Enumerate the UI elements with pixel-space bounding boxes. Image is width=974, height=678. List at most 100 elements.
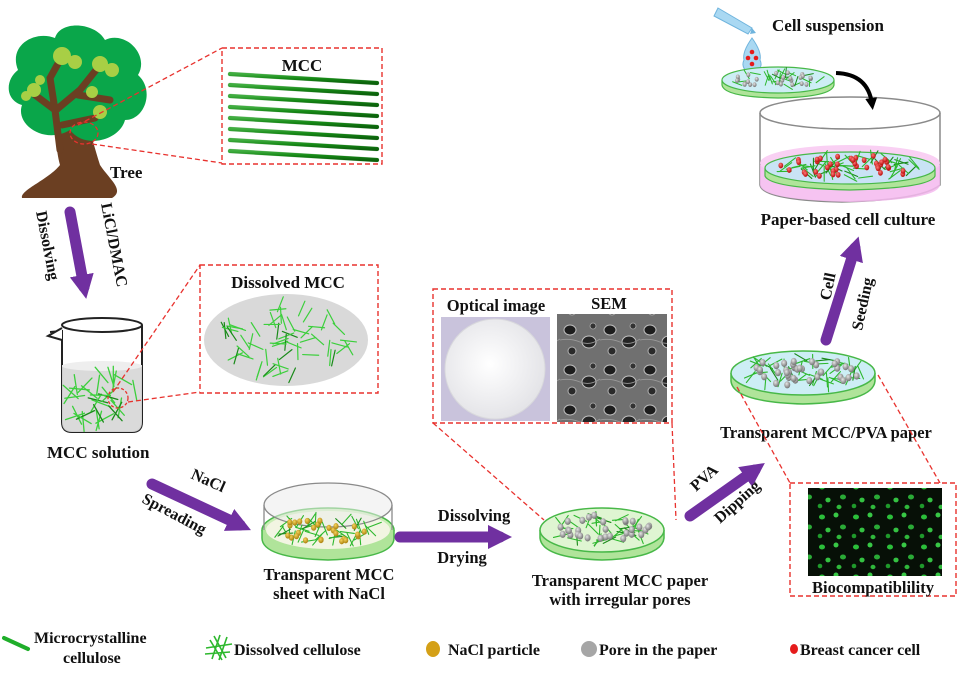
fiber bbox=[80, 385, 98, 399]
mcc-fibers bbox=[227, 71, 380, 163]
pore bbox=[559, 530, 566, 538]
mcc-rod bbox=[228, 94, 379, 107]
fiber bbox=[367, 521, 382, 528]
fiber bbox=[95, 410, 103, 432]
fiber bbox=[64, 412, 86, 421]
cancer-cell bbox=[850, 157, 856, 163]
fiber bbox=[276, 296, 284, 313]
fiber bbox=[311, 333, 325, 346]
mcc-rod-shadow bbox=[227, 93, 380, 108]
fiber bbox=[89, 394, 112, 397]
optical-sem-zoom-box bbox=[432, 288, 673, 424]
sheet-label-line2: sheet with NaCl bbox=[273, 584, 385, 603]
pore bbox=[804, 82, 809, 87]
fiber bbox=[795, 358, 811, 364]
tree-label: Tree bbox=[110, 163, 143, 182]
mcc-rod-shadow bbox=[227, 126, 380, 141]
pore bbox=[565, 526, 572, 535]
mcc-pva-paper-label: Transparent MCC/PVA paper bbox=[720, 423, 932, 442]
fiber bbox=[779, 162, 793, 172]
pore bbox=[783, 369, 790, 377]
fiber bbox=[92, 403, 105, 423]
fiber bbox=[341, 513, 352, 526]
fiber bbox=[268, 314, 282, 326]
fiber bbox=[861, 156, 873, 168]
fiber bbox=[764, 75, 769, 86]
pore bbox=[774, 70, 779, 76]
dish-nacl-content bbox=[274, 511, 382, 547]
pore bbox=[761, 373, 768, 381]
fiber bbox=[363, 520, 370, 535]
mcc-rod bbox=[228, 116, 379, 129]
fiber bbox=[321, 521, 328, 536]
fiber bbox=[801, 167, 814, 177]
fiber bbox=[587, 523, 599, 535]
pore bbox=[808, 358, 815, 366]
sheet-label-line1: Transparent MCC bbox=[264, 565, 395, 584]
nacl-particle bbox=[287, 519, 293, 526]
spreading-arrow bbox=[146, 478, 251, 531]
fiber bbox=[794, 75, 799, 87]
fiber bbox=[332, 322, 346, 336]
mcc-rod-shadow bbox=[227, 137, 380, 152]
fiber bbox=[308, 325, 326, 329]
fiber bbox=[749, 72, 761, 75]
pore bbox=[742, 81, 747, 87]
fiber bbox=[785, 72, 795, 80]
fiber bbox=[280, 313, 287, 331]
fiber bbox=[117, 397, 123, 419]
fiber bbox=[732, 81, 743, 86]
nacl-particle bbox=[317, 517, 323, 524]
pore bbox=[636, 523, 643, 531]
fiber bbox=[351, 515, 359, 530]
fiber bbox=[302, 353, 320, 356]
fiber bbox=[326, 309, 336, 325]
fiber bbox=[297, 528, 305, 543]
fiber bbox=[803, 73, 814, 77]
pore bbox=[799, 81, 804, 87]
pore bbox=[788, 75, 793, 81]
fiber bbox=[276, 322, 280, 340]
pore bbox=[781, 75, 786, 80]
legend-mcc-line2: cellulose bbox=[63, 650, 121, 667]
cell-seeding-arrow bbox=[820, 236, 863, 346]
pore bbox=[806, 376, 813, 385]
mcc-pva-paper-content bbox=[743, 353, 865, 393]
fiber bbox=[602, 536, 617, 544]
nacl-particle bbox=[354, 531, 361, 538]
fiber bbox=[745, 371, 756, 384]
pore bbox=[585, 513, 592, 521]
pore bbox=[620, 535, 627, 543]
cancer-cell bbox=[870, 153, 876, 159]
pore bbox=[785, 70, 790, 76]
cancer-cell bbox=[813, 169, 819, 175]
fiber bbox=[107, 366, 115, 388]
petri-dish-nacl bbox=[261, 482, 395, 561]
pore bbox=[746, 72, 751, 78]
cancer-cell bbox=[875, 165, 881, 172]
cancer-cell bbox=[864, 164, 870, 171]
zoom-line bbox=[736, 386, 791, 484]
dissolving-arrow bbox=[64, 206, 94, 299]
biocompatibility-zoom-box bbox=[789, 482, 957, 597]
pore bbox=[773, 379, 780, 387]
fiber bbox=[81, 410, 85, 433]
zoom-line bbox=[91, 143, 223, 164]
petri-dish-porous bbox=[539, 507, 665, 561]
pore bbox=[773, 361, 780, 370]
pore bbox=[775, 369, 782, 377]
fiber bbox=[743, 372, 758, 379]
mcc-rod bbox=[228, 149, 379, 162]
pore bbox=[754, 76, 759, 82]
legend-cell-label: Breast cancer cell bbox=[800, 642, 921, 659]
fiber bbox=[113, 374, 133, 386]
cancer-cell bbox=[835, 153, 841, 160]
optical-image-label: Optical image bbox=[447, 296, 546, 315]
fiber bbox=[827, 377, 830, 393]
cancer-cell bbox=[827, 161, 833, 167]
dish-porous-content bbox=[552, 511, 653, 547]
pore bbox=[628, 525, 635, 534]
dissolved-mcc-label: Dissolved MCC bbox=[231, 273, 345, 292]
nacl-particle bbox=[339, 538, 345, 545]
fiber bbox=[248, 333, 254, 350]
